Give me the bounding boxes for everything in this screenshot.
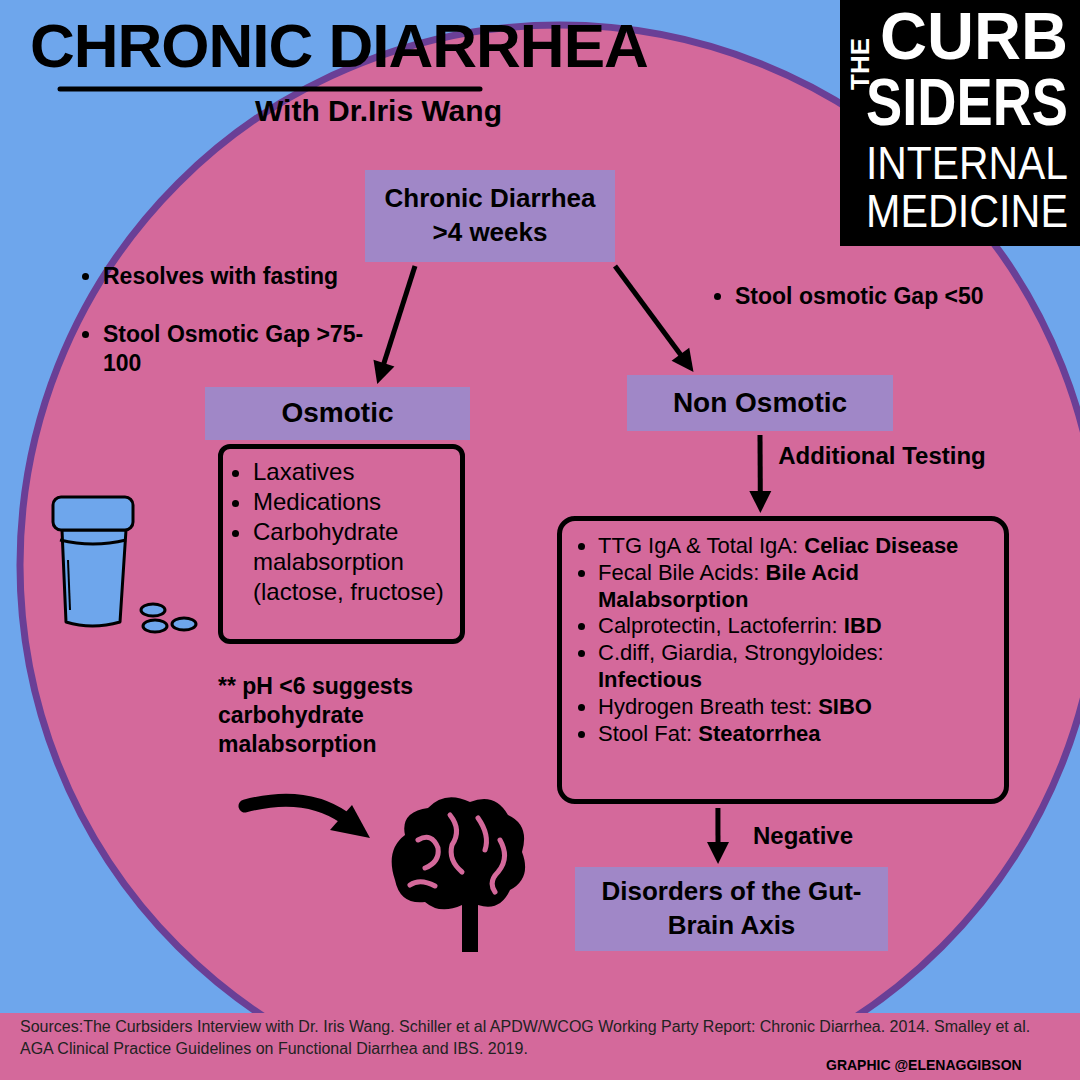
pill <box>143 620 167 632</box>
outcome-box: Disorders of the Gut-Brain Axis <box>575 867 888 951</box>
box-label: Disorders of the Gut-Brain Axis <box>589 875 874 943</box>
list-item: Carbohydrate malabsorption (lactose, fru… <box>253 517 452 607</box>
list-item: Medications <box>253 487 452 517</box>
brain-fold <box>410 882 435 886</box>
box-label: Osmotic <box>281 395 393 431</box>
pill <box>172 618 196 630</box>
logo-text: CURB <box>880 0 1068 73</box>
pink-circle <box>20 25 1080 1080</box>
brain-fold <box>478 818 486 850</box>
edge-label: Additional Testing <box>778 442 986 470</box>
logo-text: MEDICINE <box>866 186 1068 237</box>
bottle-shine <box>68 560 70 610</box>
pill-bottle <box>53 497 196 632</box>
connector-arrow <box>707 808 729 864</box>
connector-line <box>615 266 682 356</box>
curved-arrow-shaft <box>245 800 345 818</box>
connector-line <box>715 808 720 844</box>
arrowhead <box>707 842 729 864</box>
logo-text: SIDERS <box>866 66 1068 139</box>
criteria-note: Resolves with fasting <box>103 262 363 291</box>
arrowhead <box>672 348 694 372</box>
list-item: Fecal Bile Acids: Bile Acid Malabsorptio… <box>598 560 992 614</box>
brain-silhouette <box>392 797 525 952</box>
list-item: Hydrogen Breath test: SIBO <box>598 694 992 721</box>
arrowhead <box>373 360 394 384</box>
category-box: Non Osmotic <box>627 375 893 431</box>
sources-caption: Sources:The Curbsiders Interview with Dr… <box>20 1016 1060 1059</box>
category-box: Osmotic <box>205 387 470 440</box>
list-item: Laxatives <box>253 457 452 487</box>
box-label: Chronic Diarrhea >4 weeks <box>379 182 601 250</box>
bottle-rim <box>60 540 126 544</box>
connector-line <box>758 435 763 493</box>
connector-arrow <box>373 266 415 384</box>
logo-box <box>840 0 1080 246</box>
list-item: Calprotectin, Lactoferrin: IBD <box>598 613 992 640</box>
connector-arrow <box>749 435 771 513</box>
edge-label: Negative <box>753 822 853 850</box>
start-box: Chronic Diarrhea >4 weeks <box>365 170 615 262</box>
footer-band <box>0 1013 1080 1080</box>
pill <box>141 604 165 616</box>
connector-arrow <box>615 266 694 372</box>
list-item: C.diff, Giardia, Strongyloides: Infectio… <box>598 640 992 694</box>
testing-list-box: TTG IgA & Total IgA: Celiac DiseaseFecal… <box>557 516 1009 804</box>
curved-arrow-head <box>330 805 370 838</box>
brain-icon <box>392 797 525 952</box>
connector-line <box>383 266 415 365</box>
graphic-credit: GRAPHIC @ELENAGGIBSON <box>826 1058 1022 1073</box>
title-underline <box>60 87 480 92</box>
title: CHRONIC DIARRHEA <box>30 10 648 81</box>
brain-fold <box>492 840 504 892</box>
ph-note: ** pH <6 suggests carbohydrate malabsorp… <box>218 672 493 758</box>
curved-arrow <box>245 800 370 838</box>
brain-fold <box>418 837 438 868</box>
box-label: Non Osmotic <box>673 385 847 421</box>
criteria-note: Stool Osmotic Gap >75-100 <box>103 320 373 378</box>
subtitle: With Dr.Iris Wang <box>255 92 585 130</box>
bottle-lid <box>53 497 133 530</box>
list-item: Stool Fat: Steatorrhea <box>598 721 992 748</box>
list-item: TTG IgA & Total IgA: Celiac Disease <box>598 533 992 560</box>
logo-text: INTERNAL <box>866 138 1068 189</box>
cause-list-box: LaxativesMedicationsCarbohydrate malabso… <box>218 444 465 644</box>
arrowhead <box>749 491 771 513</box>
brain-fold <box>450 815 462 872</box>
criteria-note: Stool osmotic Gap <50 <box>735 282 1005 311</box>
